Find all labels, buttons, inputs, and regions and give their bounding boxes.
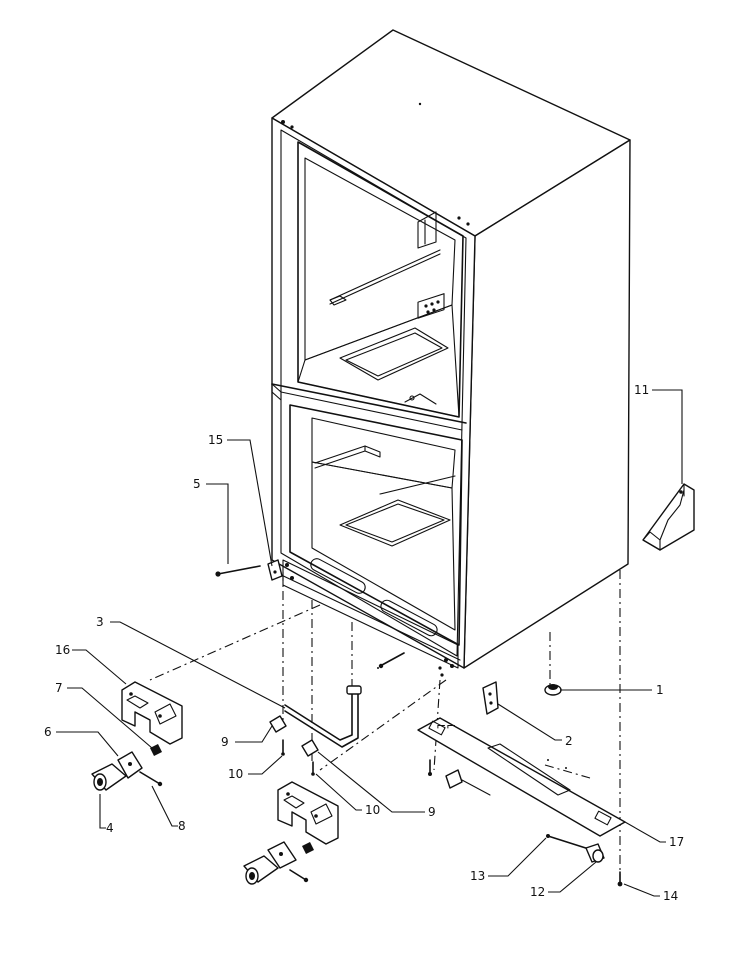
part-13-pin <box>546 834 593 851</box>
part-1-leveling-foot <box>544 684 562 696</box>
callout-6: 6 <box>44 725 52 739</box>
callout-leaders <box>56 389 683 897</box>
part-6-roller-bracket <box>117 751 143 779</box>
part-10-screw-right <box>311 761 315 776</box>
callout-10-left: 10 <box>228 767 243 781</box>
callout-14: 14 <box>663 889 678 903</box>
callout-11: 11 <box>634 383 649 397</box>
part-4-caster-wheel <box>91 763 127 791</box>
scan-specks <box>377 102 567 769</box>
callout-7: 7 <box>55 681 63 695</box>
part-11-trim-piece <box>642 483 695 551</box>
callout-10-right: 10 <box>365 803 380 817</box>
callout-13: 13 <box>470 869 485 883</box>
part-9-clip-left <box>269 715 287 733</box>
callout-2: 2 <box>565 734 573 748</box>
callout-12: 12 <box>530 885 545 899</box>
refrigerator-cabinet <box>271 29 631 677</box>
assembly-guide-lines <box>149 570 621 880</box>
callout-labels: 1 2 3 4 5 6 7 8 9 9 10 10 11 12 13 14 15… <box>44 383 684 903</box>
callout-17: 17 <box>669 835 684 849</box>
callout-9-right: 9 <box>428 805 436 819</box>
callout-1: 1 <box>656 683 664 697</box>
callout-15: 15 <box>208 433 223 447</box>
lower-bracket-assembly <box>277 781 339 845</box>
callout-9-left: 9 <box>221 735 229 749</box>
callout-3: 3 <box>96 615 104 629</box>
callout-8: 8 <box>178 819 186 833</box>
svg-text:⌐⌐: ⌐⌐ <box>436 719 456 733</box>
part-9-clip-right <box>301 739 319 757</box>
lower-caster-assembly <box>243 841 314 885</box>
part-7-nut <box>150 744 162 756</box>
part-10-screw-left <box>281 739 285 756</box>
part-8-bolt <box>139 771 163 787</box>
part-5-screw <box>215 565 261 577</box>
callout-5: 5 <box>193 477 201 491</box>
part-3-tube <box>284 685 362 748</box>
callout-4: 4 <box>106 821 114 835</box>
part-12-roller <box>585 843 605 863</box>
part-14-screw <box>617 871 623 887</box>
callout-16: 16 <box>55 643 70 657</box>
part-2-bracket <box>482 681 499 715</box>
rail-hardware <box>378 652 491 796</box>
part-16-front-bracket <box>121 681 183 745</box>
